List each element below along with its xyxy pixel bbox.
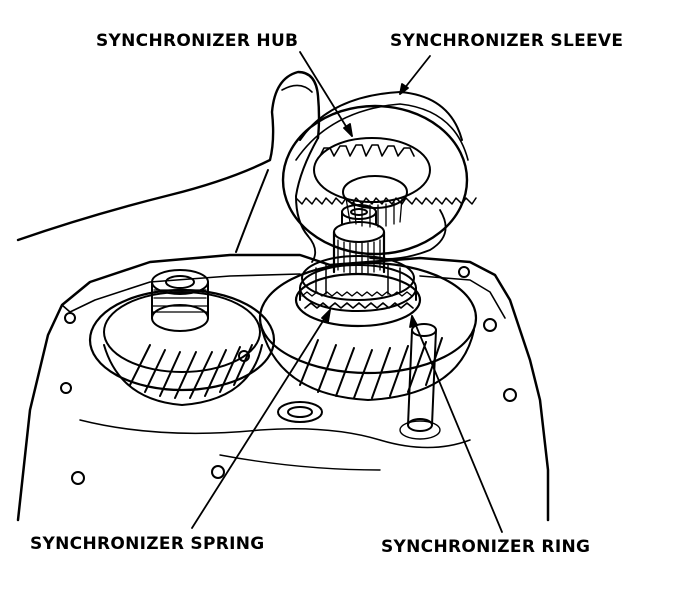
technician-hand	[16, 70, 321, 263]
ring-leader-line	[411, 315, 503, 533]
leader-lines	[191, 51, 503, 533]
hub-arrowhead	[343, 123, 353, 137]
sleeve-arrowhead	[399, 83, 409, 95]
spring-leader-line	[191, 309, 331, 529]
spring-arrowhead	[321, 309, 331, 323]
label-synchronizer-hub: SYNCHRONIZER HUB	[96, 31, 299, 51]
label-synchronizer-sleeve: SYNCHRONIZER SLEEVE	[390, 31, 624, 51]
synchronizer-ring-stack	[294, 255, 422, 328]
label-synchronizer-spring: SYNCHRONIZER SPRING	[30, 534, 265, 554]
shift-rod	[399, 323, 441, 440]
countershaft-gear	[88, 269, 276, 406]
ring-arrowhead	[409, 315, 418, 328]
mainshaft-gear	[258, 261, 478, 401]
mainshaft-stub	[332, 204, 386, 275]
synchronizer-hub	[313, 137, 431, 228]
label-synchronizer-ring: SYNCHRONIZER RING	[381, 537, 591, 557]
transmission-case	[16, 253, 550, 522]
hub-leader-line	[299, 51, 353, 137]
